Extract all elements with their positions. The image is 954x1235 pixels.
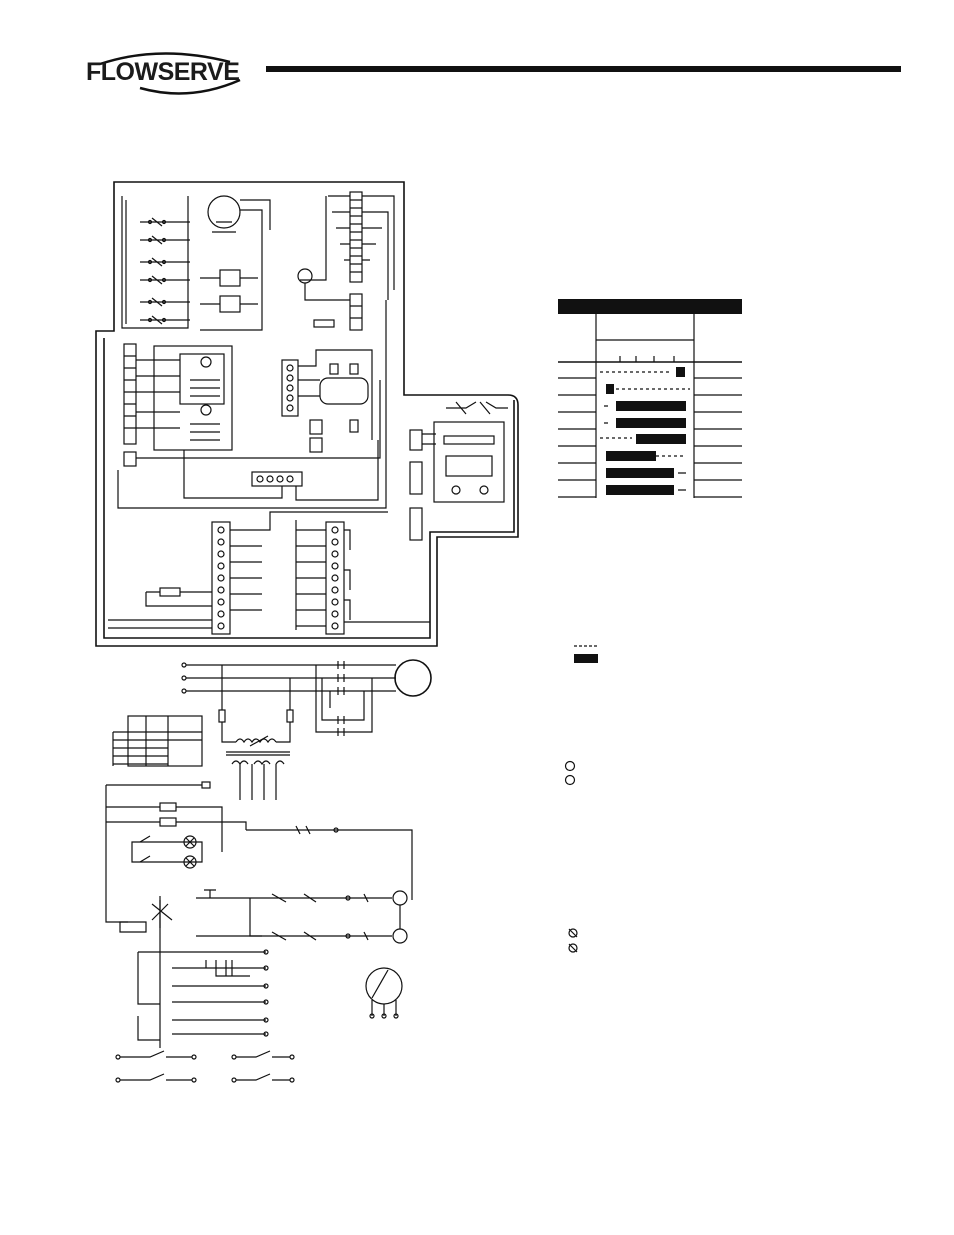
limit-switch-group bbox=[121, 196, 190, 329]
control-circuit bbox=[105, 781, 413, 944]
relay-boxes bbox=[200, 269, 258, 313]
double-terminal-icon bbox=[568, 928, 578, 953]
motor-icon bbox=[394, 659, 432, 697]
potentiometer-icon bbox=[365, 967, 403, 1019]
voltage-table bbox=[112, 715, 203, 767]
control-module bbox=[123, 343, 381, 467]
terminal-strip-horizontal bbox=[117, 300, 387, 509]
solid-bar-icon bbox=[574, 654, 598, 663]
terminal-circle-icon bbox=[564, 760, 576, 772]
enclosure-outline bbox=[95, 181, 519, 647]
thermostat-icon bbox=[297, 268, 350, 328]
aux-switches bbox=[115, 1050, 295, 1083]
switch-timing-chart bbox=[558, 299, 742, 498]
header-rule bbox=[266, 66, 901, 72]
motor-circle-icon bbox=[200, 195, 271, 331]
legend bbox=[564, 645, 598, 953]
brand-name: FLOWSERVE bbox=[86, 58, 240, 86]
terminal-strip-top bbox=[300, 191, 395, 331]
logo-swoosh-icon bbox=[99, 52, 241, 95]
power-lines bbox=[181, 661, 396, 736]
flowserve-logo: FLOWSERVE bbox=[80, 50, 250, 100]
terminal-blocks-bottom bbox=[108, 511, 430, 635]
right-module bbox=[409, 401, 508, 541]
transformer-icon bbox=[218, 665, 294, 800]
selector-switch-icon bbox=[119, 896, 269, 1048]
terminal-block-center bbox=[281, 349, 373, 453]
